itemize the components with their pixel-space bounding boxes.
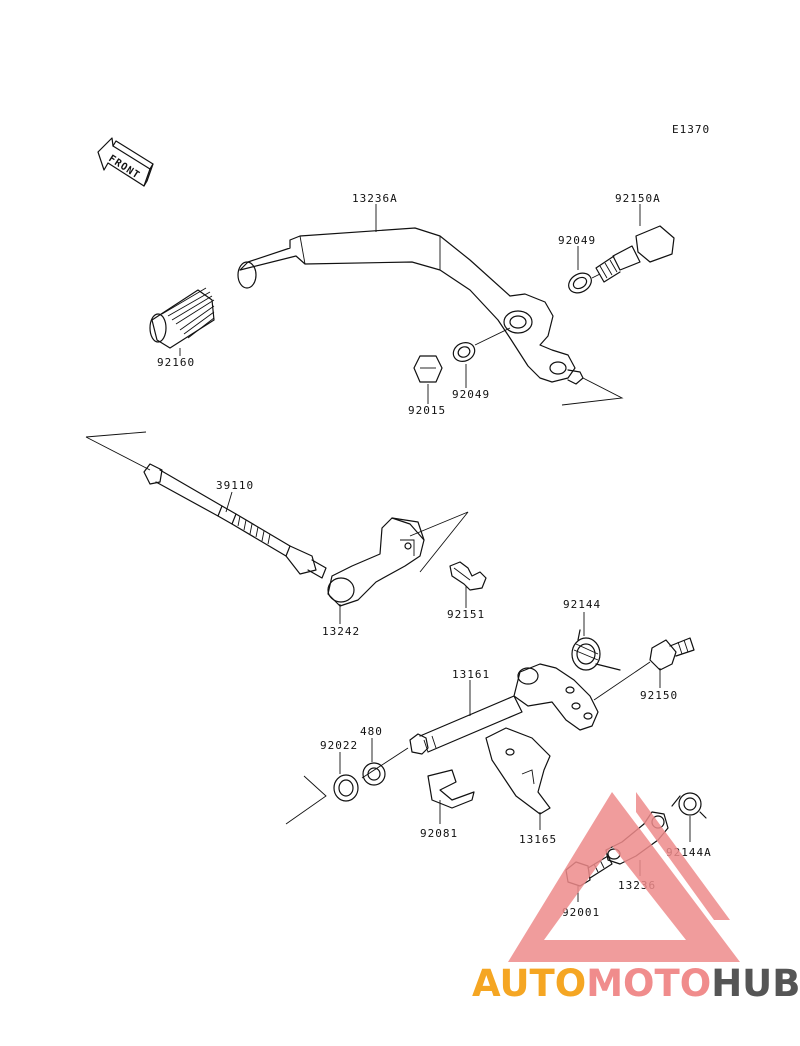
leader-shaft-end	[361, 747, 409, 779]
label-92150: 92150	[640, 689, 678, 702]
label-13161: 13161	[452, 668, 490, 681]
tie-rod-39110	[85, 431, 469, 579]
washer-92049-bottom	[452, 342, 476, 362]
spring-92144A	[671, 792, 707, 819]
label-92015: 92015	[408, 404, 446, 417]
label-92049-top: 92049	[558, 234, 596, 247]
washer-92022	[333, 774, 359, 802]
label-92150A: 92150A	[615, 192, 661, 205]
watermark-part3: HUB	[711, 962, 800, 1005]
label-92049-bottom: 92049	[452, 388, 490, 401]
circlip-480	[362, 762, 386, 786]
diagram-code: E1370	[672, 123, 710, 136]
washer-92049-top	[568, 272, 601, 294]
label-13165: 13165	[519, 833, 557, 846]
leader-lines	[179, 204, 691, 902]
watermark-text: AUTOMOTOHUB	[472, 962, 800, 1005]
label-92001: 92001	[562, 906, 600, 919]
label-92151: 92151	[447, 608, 485, 621]
pedal-13236A	[237, 227, 584, 385]
bolt-92150A	[595, 225, 675, 283]
bolt-92150	[649, 637, 695, 671]
front-arrow-icon: FRONT	[97, 137, 154, 187]
plate-13165	[485, 727, 551, 815]
arm-13242	[327, 517, 425, 607]
shift-shaft-13161	[409, 663, 599, 755]
reference-arrow-1	[561, 377, 624, 406]
bolt-92151	[449, 561, 487, 591]
spring-92144	[571, 629, 621, 671]
label-92022: 92022	[320, 739, 358, 752]
watermark-part1: AUTO	[472, 962, 586, 1005]
label-92081: 92081	[420, 827, 458, 840]
reference-arrow-2	[285, 775, 327, 825]
rubber-92160	[149, 287, 215, 349]
label-13236A: 13236A	[352, 192, 398, 205]
watermark-part2: MOTO	[586, 962, 711, 1005]
label-13242: 13242	[322, 625, 360, 638]
clip-92081	[427, 769, 475, 809]
label-92160: 92160	[157, 356, 195, 369]
leader-shaft-axis	[593, 661, 651, 701]
watermark-logo	[508, 792, 740, 962]
label-92144: 92144	[563, 598, 601, 611]
front-label: FRONT	[106, 153, 141, 181]
leader-pedal-axis	[474, 327, 511, 346]
label-39110: 39110	[216, 479, 254, 492]
label-480: 480	[360, 725, 383, 738]
nut-92015	[413, 355, 443, 383]
